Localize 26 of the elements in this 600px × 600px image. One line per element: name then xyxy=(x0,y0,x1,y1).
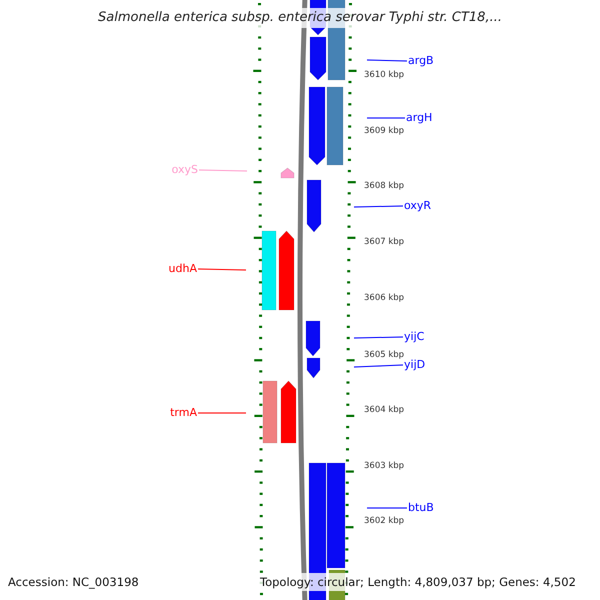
scale-label: 3610 kbp xyxy=(364,70,404,81)
gene-label: oxyR xyxy=(404,199,432,213)
scale-label: 3602 kbp xyxy=(364,516,404,527)
leader-line xyxy=(198,268,246,270)
footer-text: Topology: circular; Length: 4,809,037 bp; Genes: 4,502 xyxy=(260,573,576,591)
leader-line xyxy=(354,206,404,208)
scale-label: 3608 kbp xyxy=(364,181,404,192)
gene-label: argH xyxy=(406,111,432,125)
leader-line xyxy=(354,336,404,338)
scale-label: 3605 kbp xyxy=(364,350,404,361)
scale-label: 3607 kbp xyxy=(364,237,404,248)
gene-label: trmA xyxy=(170,406,197,420)
scale-label: 3606 kbp xyxy=(364,293,404,304)
scale-label: 3609 kbp xyxy=(364,126,404,137)
gene-label: udhA xyxy=(168,262,197,276)
gene-label: yijC xyxy=(404,330,424,344)
leader-line xyxy=(366,60,408,62)
gene-label: oxyS xyxy=(172,163,198,177)
gene-label: btuB xyxy=(408,501,434,515)
leader-line xyxy=(354,364,404,368)
leader-line xyxy=(198,412,246,414)
leader-line xyxy=(198,170,248,172)
gene-label: argB xyxy=(408,54,434,68)
scale-label: 3603 kbp xyxy=(364,461,404,472)
gene-label: yijD xyxy=(404,358,426,372)
scale-label: 3604 kbp xyxy=(364,405,404,416)
